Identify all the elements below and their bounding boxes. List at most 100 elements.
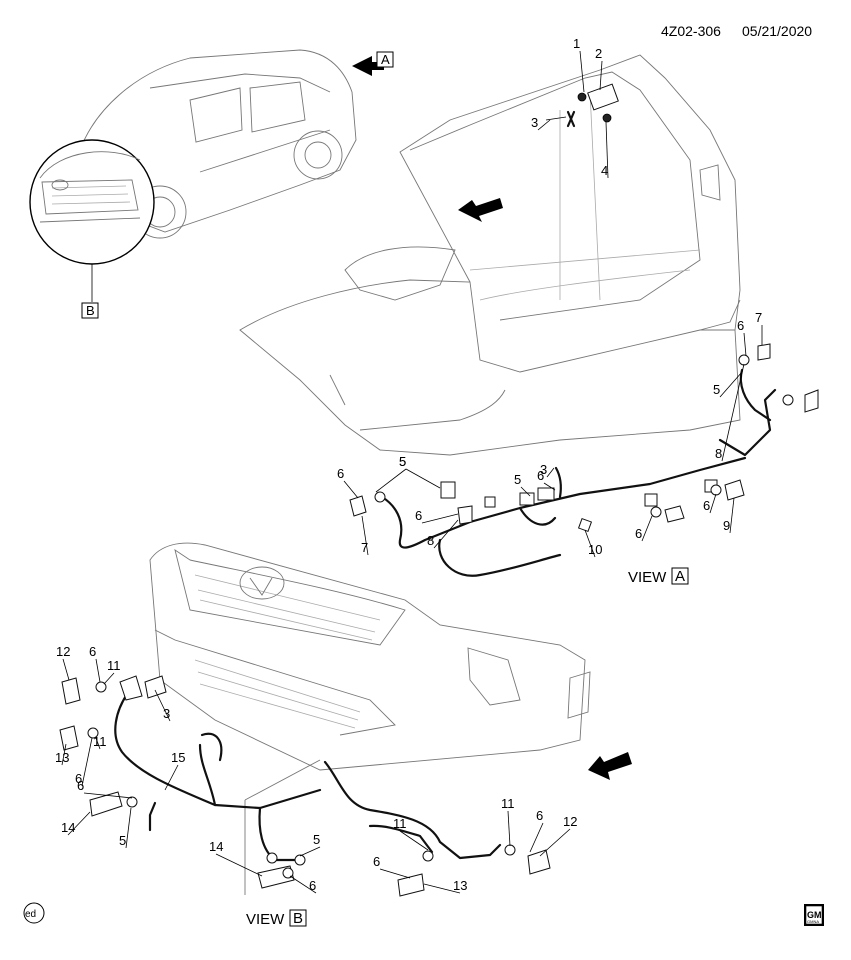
callout-top-1: 2 [595,46,602,61]
callout-view_a-9: 6 [635,526,642,541]
callout-leader-view_a-5 [433,519,459,549]
callout-view_a-10: 8 [715,446,722,461]
callout-top-3: 4 [601,163,608,178]
callout-view_a-6: 6 [537,468,544,483]
callout-leader-view_a-8 [546,467,555,478]
callout-leader-view_a-1 [361,515,369,556]
callout-leader-top-2 [537,119,551,131]
callout-view_b-2: 11 [107,658,121,673]
callout-leader-view_b-15 [299,846,321,857]
callout-view_b-19: 13 [453,878,467,893]
callout-leader-view_b-13 [539,828,571,857]
callout-view_a-0: 6 [337,466,344,481]
callout-view_a-5: 8 [427,533,434,548]
callout-view_b-8: 6 [77,778,84,793]
callout-top-2: 3 [531,115,538,130]
rear-vehicle-outline [239,54,741,456]
diagram-code: 4Z02-306 [661,23,721,39]
view-b-harness [59,675,551,897]
front-vehicle-outline [149,542,591,895]
callout-leader-view_a-10 [721,363,745,462]
callout-leader-view_a-9 [641,515,653,542]
callout-view_a-8: 3 [540,462,547,477]
callout-leader-top-1 [599,60,603,91]
callout-view_b-3: 3 [163,706,170,721]
callout-view_a-4: 5 [399,454,406,469]
view-b-label: VIEW B [246,909,307,928]
diagram-date: 05/21/2020 [742,23,812,39]
callout-leader-view_a-16 [584,529,596,558]
callout-view_a-16: 10 [588,542,602,557]
callout-leader-view_b-6 [95,737,101,750]
gm-logo: GM GMNA [804,904,824,926]
callout-view_a-11: 7 [755,310,762,325]
callout-leader-view_b-11 [507,810,511,847]
callout-view_b-14: 11 [393,816,407,831]
callout-leader-view_a-0 [343,480,359,499]
callout-leader-view_a-13 [743,332,747,357]
callout-leader-view_b-3 [154,689,171,722]
callout-view_a-13: 6 [737,318,744,333]
callout-view_b-1: 6 [89,644,96,659]
front-direction-arrow-bottom: FRT [588,752,632,780]
svg-text:VIEW: VIEW [246,911,285,928]
callout-leader-view_a-12 [719,371,743,398]
callout-leader-view_b-16 [215,853,263,877]
callout-view_b-11: 11 [501,796,515,811]
callout-leader-view_b-1 [95,658,101,683]
callout-view_a-14: 6 [703,498,710,513]
front-direction-arrow-top: FRT [458,198,503,222]
callout-leader-view_b-2 [103,672,115,685]
callout-leader-lines [61,50,763,894]
svg-text:A: A [675,568,685,585]
svg-text:GMNA: GMNA [807,919,819,924]
callout-view_b-0: 12 [56,644,70,659]
callout-view_a-15: 9 [723,518,730,533]
callout-leader-view_b-4 [61,743,67,766]
callout-leader-view_b-12 [529,822,544,853]
view-a-label: VIEW A [628,567,689,586]
detail-circle-b: B [29,139,155,319]
callout-leader-view_a-2 [405,468,441,489]
callout-view_a-2: 5 [399,454,406,469]
callout-leader-view_a-3 [421,513,459,524]
callout-view_b-12: 6 [536,808,543,823]
callout-leader-view_b-7 [164,764,179,791]
callout-view_a-3: 6 [415,508,422,523]
callout-view_b-4: 13 [55,750,69,765]
callout-view_b-16: 14 [209,839,223,854]
callout-leader-view_b-8 [83,792,133,799]
view-a-harness [349,343,819,577]
callout-leader-view_b-14 [399,830,429,851]
top-components [545,83,619,128]
callout-leader-top-0 [579,50,585,93]
callout-top-0: 1 [573,36,580,51]
callout-view_b-18: 6 [373,854,380,869]
svg-text:FRT: FRT [606,756,628,772]
callout-view_b-15: 5 [313,832,320,847]
callout-leader-view_a-15 [729,497,735,534]
svg-text:GM: GM [807,910,822,920]
callout-leader-view_a-4 [375,468,407,493]
footer-ed-mark: ed [23,902,45,924]
callout-view_b-10: 5 [119,833,126,848]
callout-leader-view_b-0 [62,658,70,681]
svg-text:ed: ed [25,909,36,920]
callout-leader-view_b-5 [81,737,93,787]
svg-text:FRT: FRT [476,201,498,217]
svg-text:VIEW: VIEW [628,569,667,586]
callout-view_b-5: 6 [75,771,82,786]
callout-leader-top-3 [605,121,609,179]
svg-text:B: B [86,303,95,318]
callout-leader-view_b-18 [379,868,411,879]
callout-view_b-7: 15 [171,750,185,765]
callout-leader-view_b-17 [289,875,317,894]
callout-view_b-6: 11 [93,734,107,749]
callout-view_a-12: 5 [713,382,720,397]
callout-leader-view_b-9 [67,811,91,836]
callout-leader-view_b-10 [125,807,132,849]
svg-text:B: B [293,910,303,927]
callout-leader-view_a-7 [520,486,531,497]
